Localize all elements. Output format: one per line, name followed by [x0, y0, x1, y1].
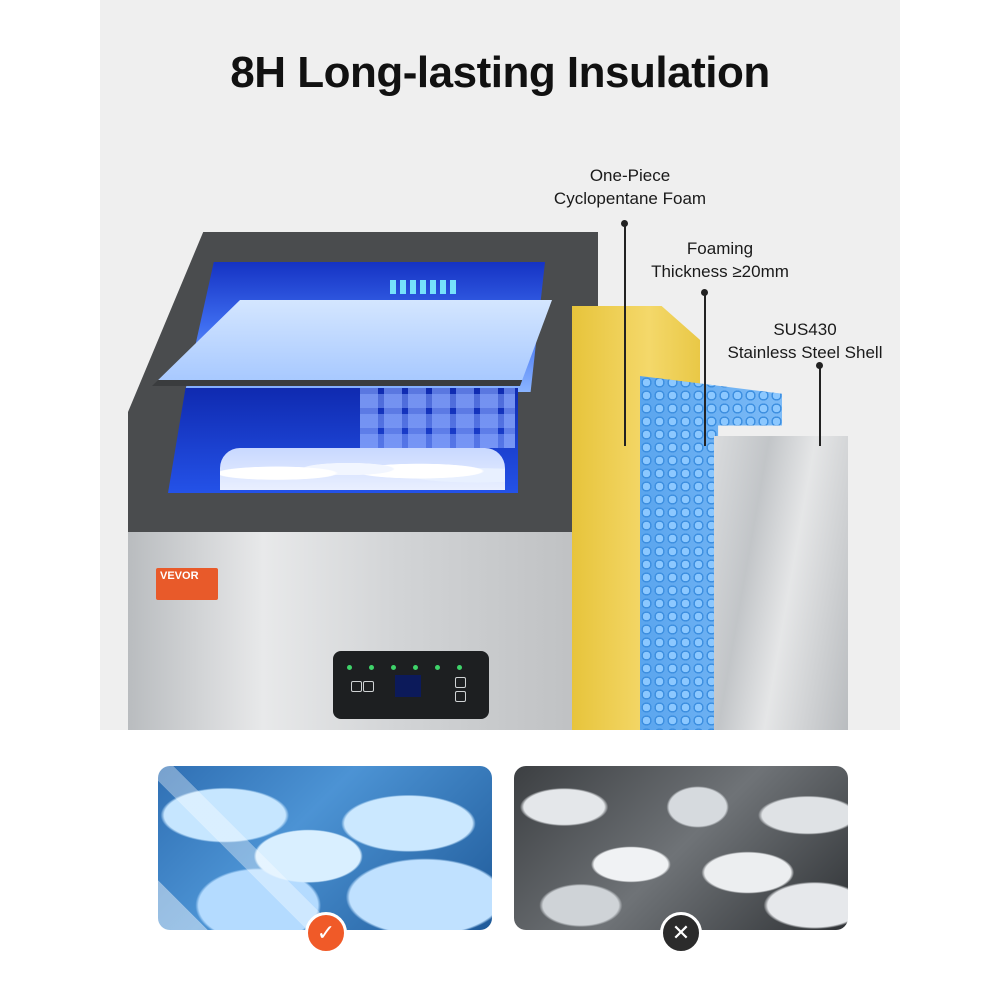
hood-display — [390, 280, 460, 294]
status-led — [347, 665, 352, 670]
leader-dot — [816, 362, 823, 369]
leader-dot — [701, 289, 708, 296]
timer-button — [455, 677, 466, 688]
ice-tray-grid — [360, 388, 515, 448]
callout-shell: SUS430 Stainless Steel Shell — [712, 318, 898, 364]
ice-cubes-photo — [158, 766, 492, 930]
clean-button — [455, 691, 466, 702]
ice-pile — [220, 448, 505, 490]
callout-shell-line2: Stainless Steel Shell — [727, 343, 883, 362]
crushed-ice-photo — [514, 766, 848, 930]
checkmark-icon: ✓ — [305, 912, 347, 954]
status-led — [391, 665, 396, 670]
leader-line-foam — [624, 224, 626, 446]
callout-shell-line1: SUS430 — [773, 320, 837, 339]
stainless-steel-shell-layer — [714, 436, 848, 730]
callout-thickness-line2: Thickness ≥20mm — [651, 262, 789, 281]
leader-line-shell — [819, 366, 821, 446]
status-led — [435, 665, 440, 670]
leader-line-thickness — [704, 293, 706, 446]
callout-foam-line2: Cyclopentane Foam — [553, 189, 707, 208]
status-led — [457, 665, 462, 670]
brand-badge: VEVOR — [156, 568, 218, 600]
page-title: 8H Long-lasting Insulation — [230, 48, 770, 97]
power-button — [351, 681, 362, 692]
brand-name: VEVOR — [160, 570, 199, 582]
callout-thickness: Foaming Thickness ≥20mm — [630, 237, 810, 283]
mode-button — [363, 681, 374, 692]
status-led — [369, 665, 374, 670]
callout-foam-line1: One-Piece — [589, 166, 671, 185]
callout-foam: One-Piece Cyclopentane Foam — [520, 164, 740, 210]
digital-display — [395, 675, 421, 697]
leader-dot — [621, 220, 628, 227]
status-led — [413, 665, 418, 670]
control-panel — [333, 651, 489, 719]
callout-thickness-line1: Foaming — [686, 239, 754, 258]
cross-icon: ✕ — [660, 912, 702, 954]
